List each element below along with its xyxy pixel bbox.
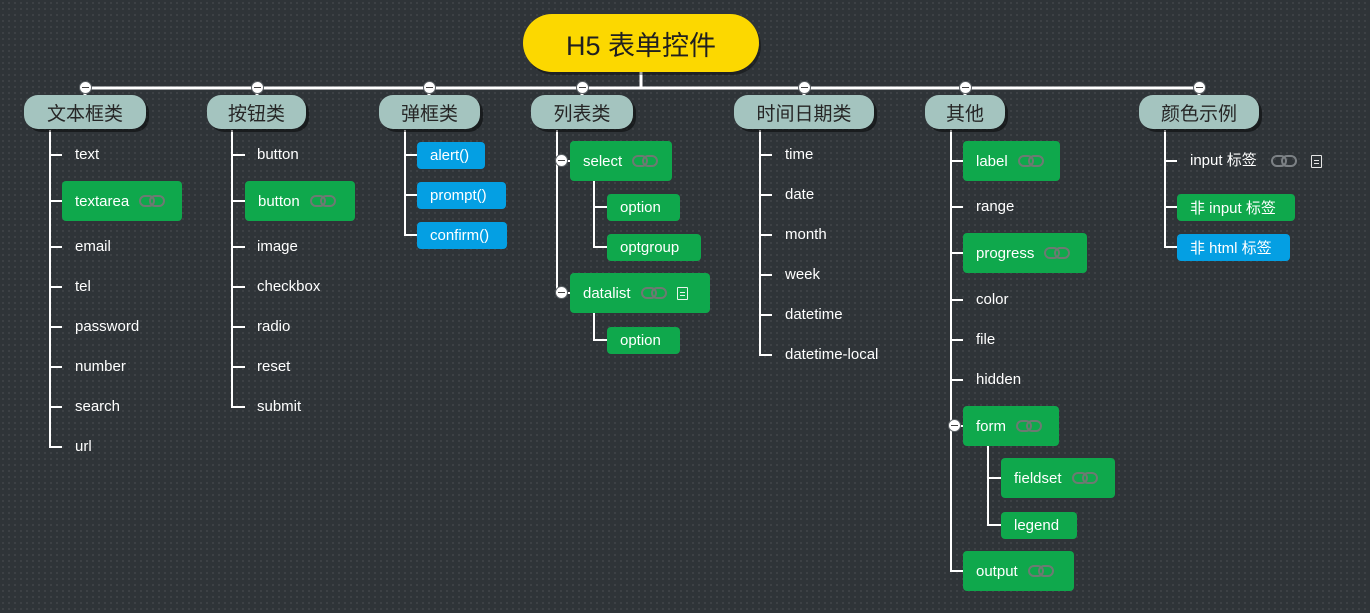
collapse-toggle-select[interactable]: [555, 154, 568, 167]
category-button[interactable]: 按钮类: [207, 95, 306, 129]
link-icon[interactable]: [1017, 155, 1044, 167]
node-datetime[interactable]: datetime: [785, 306, 843, 323]
note-icon[interactable]: [676, 286, 688, 300]
node-prompt[interactable]: prompt(): [417, 182, 506, 209]
node-reset[interactable]: reset: [257, 358, 291, 375]
node-time[interactable]: time: [785, 146, 814, 163]
node-form[interactable]: form: [963, 406, 1059, 446]
link-icon[interactable]: [1044, 247, 1071, 259]
node-text[interactable]: text: [75, 146, 100, 163]
node-alert[interactable]: alert(): [417, 142, 485, 169]
collapse-toggle-color[interactable]: [1193, 81, 1206, 94]
note-icon[interactable]: [1311, 154, 1323, 168]
node-datalist-option[interactable]: option: [607, 327, 680, 354]
category-other[interactable]: 其他: [925, 95, 1005, 129]
node-optgroup[interactable]: optgroup: [607, 234, 701, 261]
link-icon[interactable]: [632, 155, 659, 167]
node-color[interactable]: color: [976, 291, 1009, 308]
node-non-html-tag[interactable]: 非 html 标签: [1177, 234, 1290, 261]
node-output[interactable]: output: [963, 551, 1074, 591]
node-label[interactable]: label: [963, 141, 1060, 181]
node-non-input-tag[interactable]: 非 input 标签: [1177, 194, 1295, 221]
node-fieldset[interactable]: fieldset: [1001, 458, 1115, 498]
link-icon[interactable]: [1270, 155, 1297, 168]
link-icon[interactable]: [139, 195, 166, 207]
node-legend[interactable]: legend: [1001, 512, 1077, 539]
node-progress[interactable]: progress: [963, 233, 1087, 273]
category-text-input[interactable]: 文本框类: [24, 95, 146, 129]
node-password[interactable]: password: [75, 318, 140, 335]
collapse-toggle-dialog[interactable]: [423, 81, 436, 94]
node-checkbox[interactable]: checkbox: [257, 278, 321, 295]
link-icon[interactable]: [309, 195, 336, 207]
category-color-example[interactable]: 颜色示例: [1139, 95, 1259, 129]
collapse-toggle-datalist[interactable]: [555, 286, 568, 299]
category-dialog[interactable]: 弹框类: [379, 95, 480, 129]
node-option[interactable]: option: [607, 194, 680, 221]
collapse-toggle-other[interactable]: [959, 81, 972, 94]
category-list[interactable]: 列表类: [531, 95, 633, 129]
category-datetime[interactable]: 时间日期类: [734, 95, 874, 129]
node-email[interactable]: email: [75, 238, 111, 255]
node-button[interactable]: button: [257, 146, 299, 163]
node-input-tag[interactable]: input 标签: [1190, 150, 1323, 172]
node-submit[interactable]: submit: [257, 398, 302, 415]
collapse-toggle-list[interactable]: [576, 81, 589, 94]
node-week[interactable]: week: [785, 266, 821, 283]
collapse-toggle-button[interactable]: [251, 81, 264, 94]
node-confirm[interactable]: confirm(): [417, 222, 507, 249]
node-hidden[interactable]: hidden: [976, 371, 1022, 388]
node-textarea[interactable]: textarea: [62, 181, 182, 221]
node-radio[interactable]: radio: [257, 318, 291, 335]
link-icon[interactable]: [1027, 565, 1054, 577]
node-search[interactable]: search: [75, 398, 121, 415]
node-image[interactable]: image: [257, 238, 298, 255]
link-icon[interactable]: [640, 287, 667, 299]
node-select[interactable]: select: [570, 141, 672, 181]
node-number[interactable]: number: [75, 358, 126, 375]
collapse-toggle-text[interactable]: [79, 81, 92, 94]
node-date[interactable]: date: [785, 186, 815, 203]
node-datetime-local[interactable]: datetime-local: [785, 346, 879, 363]
node-datalist[interactable]: datalist: [570, 273, 710, 313]
collapse-toggle-form[interactable]: [948, 419, 961, 432]
collapse-toggle-date[interactable]: [798, 81, 811, 94]
node-url[interactable]: url: [75, 438, 92, 455]
link-icon[interactable]: [1016, 420, 1042, 432]
link-icon[interactable]: [1071, 472, 1098, 484]
node-file[interactable]: file: [976, 331, 996, 348]
root-topic[interactable]: H5 表单控件: [523, 14, 759, 72]
node-tel[interactable]: tel: [75, 278, 91, 295]
node-button-linked[interactable]: button: [245, 181, 355, 221]
node-range[interactable]: range: [976, 198, 1015, 215]
node-month[interactable]: month: [785, 226, 827, 243]
